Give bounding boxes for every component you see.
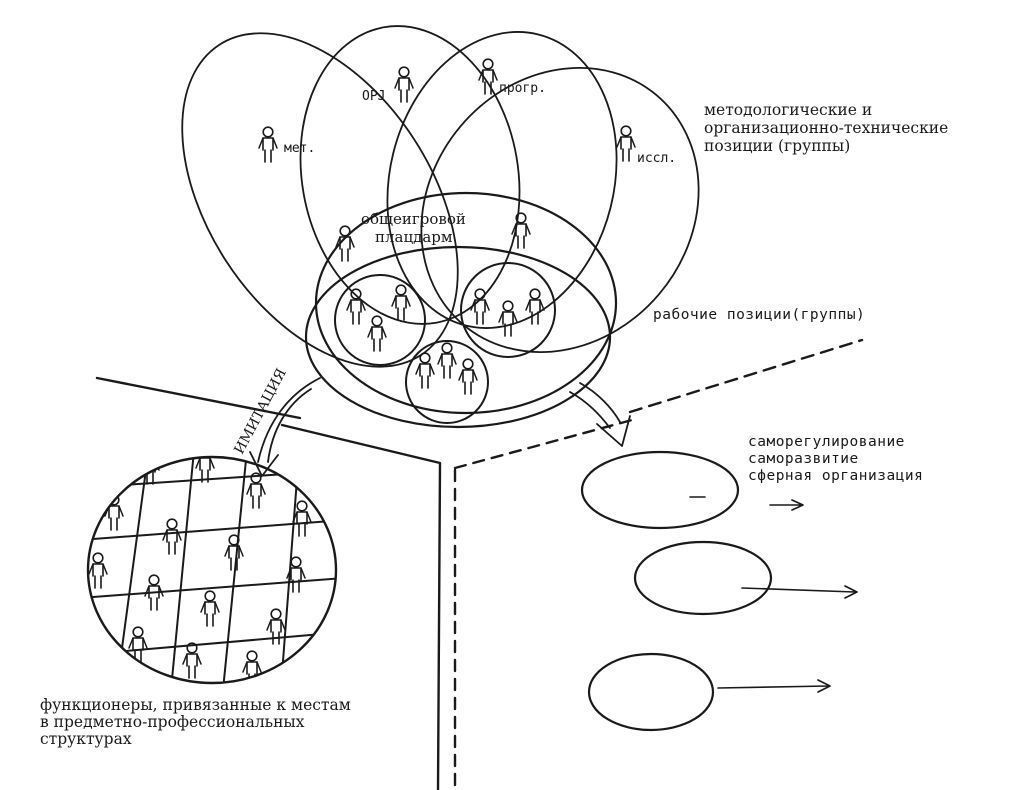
- working-positions-label: рабочие позиции(группы): [653, 307, 865, 323]
- person-icon: [616, 125, 636, 162]
- petal-label-progr: прогр.: [499, 81, 546, 96]
- self-regulating-spheres: [580, 450, 858, 732]
- person-icon: [200, 590, 220, 627]
- figures-working-groups: [346, 284, 545, 395]
- group-circle-left: [334, 274, 426, 366]
- person-icon: [367, 315, 387, 352]
- person-icon: [394, 66, 414, 103]
- functionaries-ellipse: [86, 455, 338, 685]
- person-icon: [242, 650, 262, 683]
- functionaries-label-line2: в предметно-профессиональных: [40, 713, 305, 731]
- functionaries-grid: [88, 457, 336, 683]
- methodological-label-line2: организационно-технические: [704, 119, 948, 137]
- functionaries-label-line1: функционеры, привязанные к местам: [40, 696, 351, 714]
- release-arrow: [569, 382, 631, 447]
- methodological-label-line3: позиции (группы): [704, 137, 850, 155]
- person-icon: [195, 457, 215, 483]
- methodological-label-line1: методологические и: [704, 101, 872, 119]
- platform-label-line2: плацдарм: [375, 228, 453, 246]
- person-icon: [182, 642, 202, 679]
- person-icon: [88, 552, 108, 589]
- petal-label-issl: иссл.: [637, 151, 676, 166]
- person-icon: [415, 352, 435, 389]
- group-circle-right: [460, 262, 556, 358]
- methodological-petals: [181, 25, 700, 368]
- petal-orj: [299, 25, 521, 325]
- self-regulation-line3: сферная организация: [748, 468, 923, 484]
- person-icon: [246, 472, 266, 509]
- self-regulation-line2: саморазвитие: [748, 451, 859, 467]
- petal-label-orj: ОРJ: [362, 89, 385, 104]
- person-icon: [258, 126, 278, 163]
- person-icon: [437, 342, 457, 379]
- person-icon: [162, 518, 182, 555]
- person-icon: [391, 284, 411, 321]
- functionaries-label-line3: структурах: [40, 730, 132, 748]
- person-icon: [140, 457, 160, 485]
- petal-met: [181, 32, 459, 368]
- self-regulation-line1: саморегулирование: [748, 434, 905, 450]
- person-icon: [470, 288, 490, 325]
- petal-label-met: мет.: [284, 141, 315, 156]
- platform-label-line1: общеигровой: [361, 210, 466, 228]
- working-positions-ellipse: [304, 245, 612, 429]
- petal-progr: [386, 31, 618, 329]
- person-icon: [224, 534, 244, 571]
- person-icon: [498, 300, 518, 337]
- person-icon: [458, 358, 478, 395]
- person-icon: [478, 58, 498, 95]
- group-circle-bottom: [405, 340, 489, 424]
